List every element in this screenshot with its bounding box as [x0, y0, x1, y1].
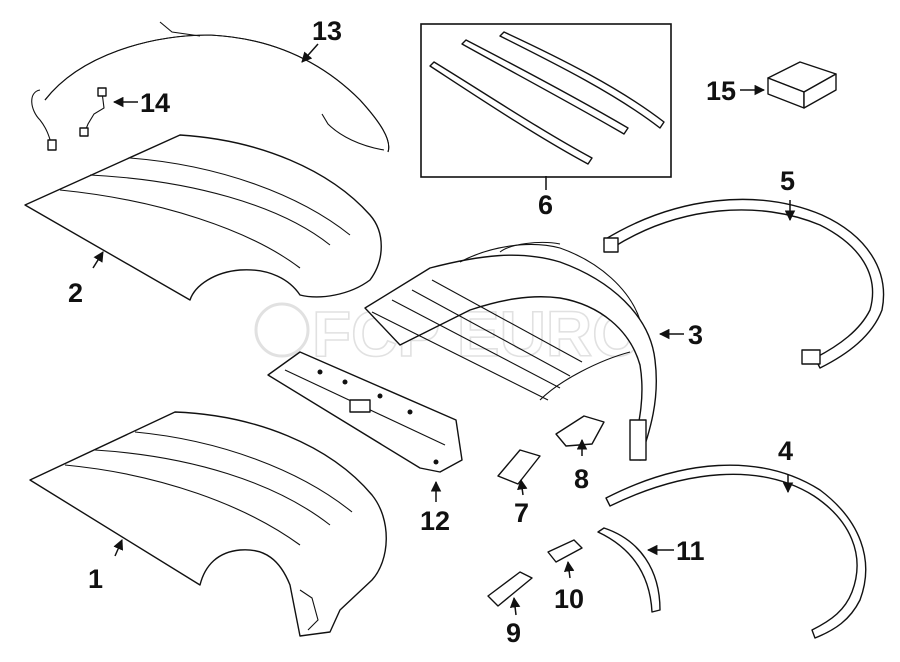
- part-3-frame: [364, 241, 658, 461]
- part-9-bracket: [487, 571, 533, 607]
- callout-1: 1: [88, 564, 103, 594]
- callout-2: 2: [68, 278, 83, 308]
- part-5-rear-trim: [603, 198, 885, 369]
- part-4-side-trim: [605, 464, 867, 639]
- callout-9: 9: [506, 618, 521, 648]
- callout-11: 11: [676, 536, 705, 566]
- part-7-bracket: [497, 449, 541, 485]
- part-14-cable: [79, 87, 107, 137]
- callout-12: 12: [420, 506, 450, 536]
- callout-8: 8: [574, 464, 589, 494]
- callout-6: 6: [538, 190, 553, 220]
- callout-4: 4: [778, 436, 793, 466]
- callout-7: 7: [514, 498, 529, 528]
- callout-5: 5: [780, 166, 795, 196]
- part-2-top-cover: [24, 134, 382, 301]
- part-15-box: [767, 61, 837, 109]
- callout-15: 15: [706, 76, 736, 106]
- part-10-bracket: [547, 539, 583, 563]
- part-6-trim-strips: [420, 23, 672, 178]
- callout-10: 10: [554, 584, 584, 614]
- part-11-curved-trim: [597, 527, 661, 613]
- callout-labels: 1 2 3 4 5 6 7 8 9 10 11 12 13 14 15: [68, 16, 795, 648]
- callout-3: 3: [688, 320, 703, 350]
- callout-13: 13: [312, 16, 342, 46]
- callout-14: 14: [140, 88, 170, 118]
- part-12-bow-panel: [267, 351, 463, 473]
- part-1-top-cover: [29, 411, 387, 637]
- part-8-bracket: [555, 415, 605, 447]
- part-13-wiring-harness: [31, 21, 390, 153]
- leader-lines: [92, 43, 796, 616]
